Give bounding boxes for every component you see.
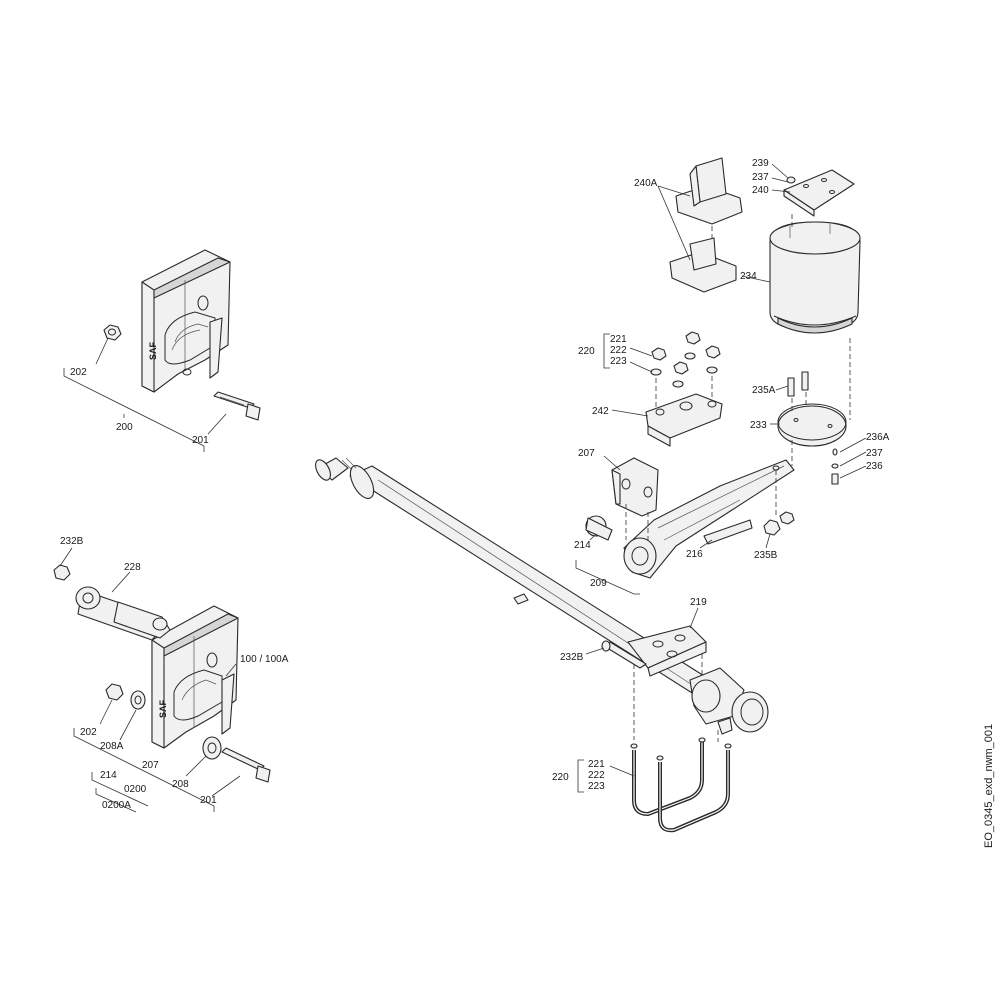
washer-208: [202, 736, 222, 760]
bolt-236: [831, 448, 839, 485]
bracket-207-right: [611, 457, 659, 517]
label-214-left: 214: [100, 770, 117, 781]
bolt-232b-right: [601, 640, 647, 669]
label-207-right: 207: [578, 448, 595, 459]
shock-absorber-228: [75, 586, 171, 641]
bushing-214-right: [585, 515, 613, 541]
piston-plate-233: [777, 403, 847, 447]
label-202-upper: 202: [70, 367, 87, 378]
label-236a: 236A: [866, 432, 890, 443]
label-208: 208: [172, 779, 189, 790]
label-220-bottom: 220: [552, 772, 569, 783]
nuts-washers-221-223: [650, 331, 721, 388]
label-202-lower: 202: [80, 727, 97, 738]
label-223-bottom: 223: [588, 781, 605, 792]
label-242: 242: [592, 406, 609, 417]
bolt-201-upper: [213, 391, 261, 421]
label-222-bottom: 222: [588, 770, 605, 781]
label-0200: 0200: [124, 784, 147, 795]
label-207-left: 207: [142, 760, 159, 771]
nut-235b: [763, 511, 795, 536]
drawing-code: EO_0345_exd_nwm_001: [983, 724, 995, 848]
label-235a: 235A: [752, 385, 776, 396]
label-201-upper: 201: [192, 435, 209, 446]
clamp-plate-242: [645, 393, 723, 447]
label-223-top: 223: [610, 356, 627, 367]
label-216: 216: [686, 549, 703, 560]
nut-202-upper: [103, 324, 122, 341]
mount-bracket-240a: [669, 157, 743, 293]
hanger-bracket-lower: SAF: [151, 605, 239, 749]
label-200: 200: [116, 422, 133, 433]
bolt-201-lower: [221, 747, 271, 783]
hanger-bracket-upper: SAF: [141, 249, 231, 393]
label-100-100a: 100 / 100A: [240, 654, 289, 665]
label-214-right: 214: [574, 540, 591, 551]
label-220-top: 220: [578, 346, 595, 357]
part-labels: 200 201 202 232B 228 100 / 100A 202 208A…: [60, 158, 890, 811]
label-201-lower: 201: [200, 795, 217, 806]
label-235b: 235B: [754, 550, 778, 561]
label-233: 233: [750, 420, 767, 431]
label-232b-right: 232B: [560, 652, 584, 663]
label-234: 234: [740, 271, 757, 282]
label-208a: 208A: [100, 741, 124, 752]
label-222-top: 222: [610, 345, 627, 356]
bolts-235a: [787, 371, 809, 397]
label-236: 236: [866, 461, 883, 472]
label-209: 209: [590, 578, 607, 589]
assembly-lines: [625, 214, 851, 742]
u-bolts-220: [630, 737, 732, 833]
label-228: 228: [124, 562, 141, 573]
brand-mark: SAF: [158, 699, 168, 718]
label-240: 240: [752, 185, 769, 196]
label-0200a: 0200A: [102, 800, 131, 811]
label-221-bottom: 221: [588, 759, 605, 770]
axle-seat-219: [627, 625, 707, 677]
label-232b-left: 232B: [60, 536, 84, 547]
axle-hub-end: [689, 667, 769, 735]
washer-208a: [130, 690, 146, 710]
nut-202-lower: [105, 683, 124, 701]
label-219: 219: [690, 597, 707, 608]
label-237-right: 237: [866, 448, 883, 459]
leader-lines: [59, 163, 867, 813]
label-237-top: 237: [752, 172, 769, 183]
label-239: 239: [752, 158, 769, 169]
air-spring-234: [769, 221, 861, 334]
nut-232b-left: [53, 564, 71, 581]
brand-mark: SAF: [148, 341, 158, 360]
top-plate-240: [783, 169, 855, 217]
trailing-arm-216: [623, 459, 795, 579]
label-240a: 240A: [634, 178, 658, 189]
label-221-top: 221: [610, 334, 627, 345]
